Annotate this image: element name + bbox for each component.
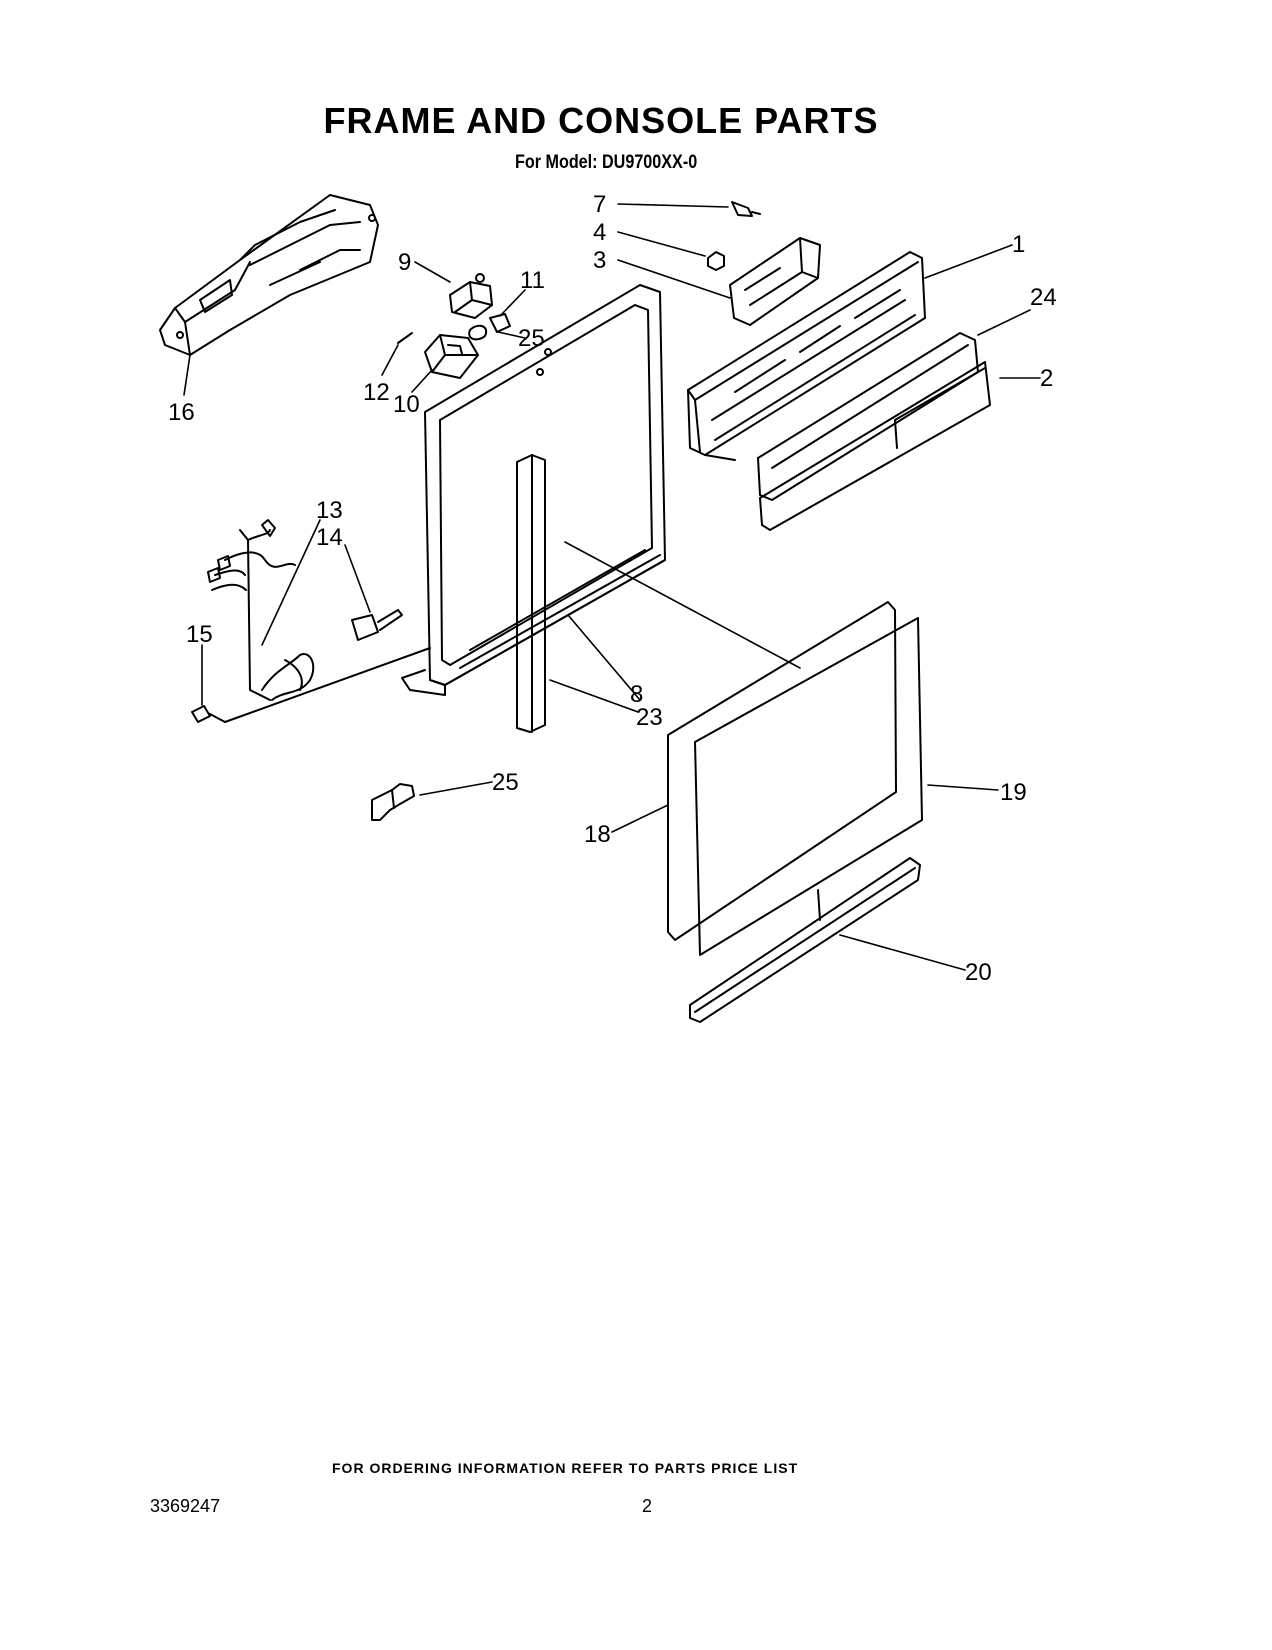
part-15-screw bbox=[191, 647, 431, 723]
part-2-panel bbox=[759, 361, 991, 531]
callout-3: 3 bbox=[593, 247, 606, 274]
callout-2: 2 bbox=[1040, 365, 1053, 392]
callout-18: 18 bbox=[584, 821, 611, 848]
part-9-switch bbox=[449, 273, 493, 319]
part-13-wire-harness bbox=[207, 519, 315, 701]
callout-8: 8 bbox=[630, 681, 643, 708]
callout-22: 24 bbox=[1030, 284, 1057, 311]
callout-12: 12 bbox=[363, 379, 390, 406]
part-8-frame bbox=[401, 284, 666, 696]
part-19-panel bbox=[694, 617, 923, 956]
part-20-trim bbox=[689, 857, 921, 1023]
callout-15: 15 bbox=[186, 621, 213, 648]
document-number: 3369247 bbox=[150, 1496, 221, 1516]
part-16-console-bracket bbox=[159, 194, 379, 356]
callout-20: 20 bbox=[965, 959, 992, 986]
part-12-screw bbox=[397, 332, 413, 344]
part-10-bracket bbox=[424, 334, 479, 379]
part-25-clip bbox=[371, 783, 415, 821]
callout-25-visible: 25 bbox=[492, 769, 519, 796]
callout-13: 13 bbox=[316, 497, 343, 524]
leader-lines bbox=[183, 203, 1041, 971]
callout-4: 4 bbox=[593, 219, 606, 246]
callout-10: 10 bbox=[393, 391, 420, 418]
callout-24: 25 bbox=[518, 325, 545, 352]
callout-9: 9 bbox=[398, 249, 411, 276]
part-3-bracket bbox=[729, 237, 821, 326]
ordering-note: FOR ORDERING INFORMATION REFER TO PARTS … bbox=[332, 1460, 799, 1476]
callout-11: 11 bbox=[520, 267, 545, 294]
callout-14: 14 bbox=[316, 524, 343, 551]
callout-labels: 7 4 3 1 24 2 9 11 25 12 10 16 13 14 15 8… bbox=[168, 191, 1057, 986]
callout-7: 7 bbox=[593, 191, 606, 218]
part-7-screw bbox=[731, 201, 761, 217]
part-1-console bbox=[687, 251, 926, 461]
callout-16: 16 bbox=[168, 399, 195, 426]
page-title: FRAME AND CONSOLE PARTS bbox=[323, 100, 879, 141]
part-23-strip bbox=[516, 454, 546, 733]
part-24-spring bbox=[468, 324, 488, 341]
part-18-panel bbox=[667, 601, 897, 941]
part-14-switch bbox=[351, 609, 403, 641]
callout-1: 1 bbox=[1012, 231, 1025, 258]
part-4-nut bbox=[707, 251, 725, 271]
callout-23: 23 bbox=[636, 704, 663, 731]
model-subtitle: For Model: DU9700XX-0 bbox=[515, 152, 698, 173]
callout-19: 19 bbox=[1000, 779, 1027, 806]
page-number: 2 bbox=[642, 1496, 653, 1516]
